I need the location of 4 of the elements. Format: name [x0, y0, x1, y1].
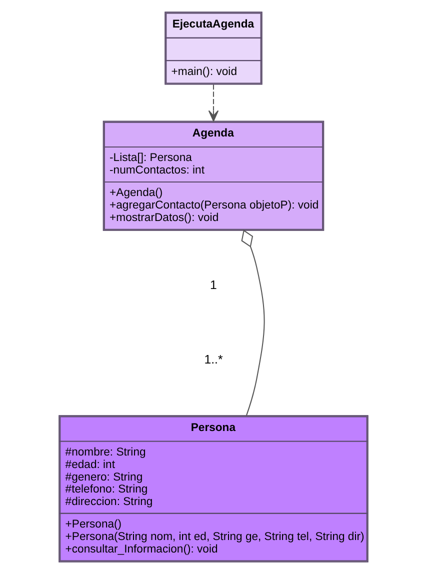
label: 1 — [210, 278, 217, 292]
connector — [241, 230, 265, 416]
arrow — [208, 84, 219, 122]
label: 1..* — [204, 352, 223, 366]
